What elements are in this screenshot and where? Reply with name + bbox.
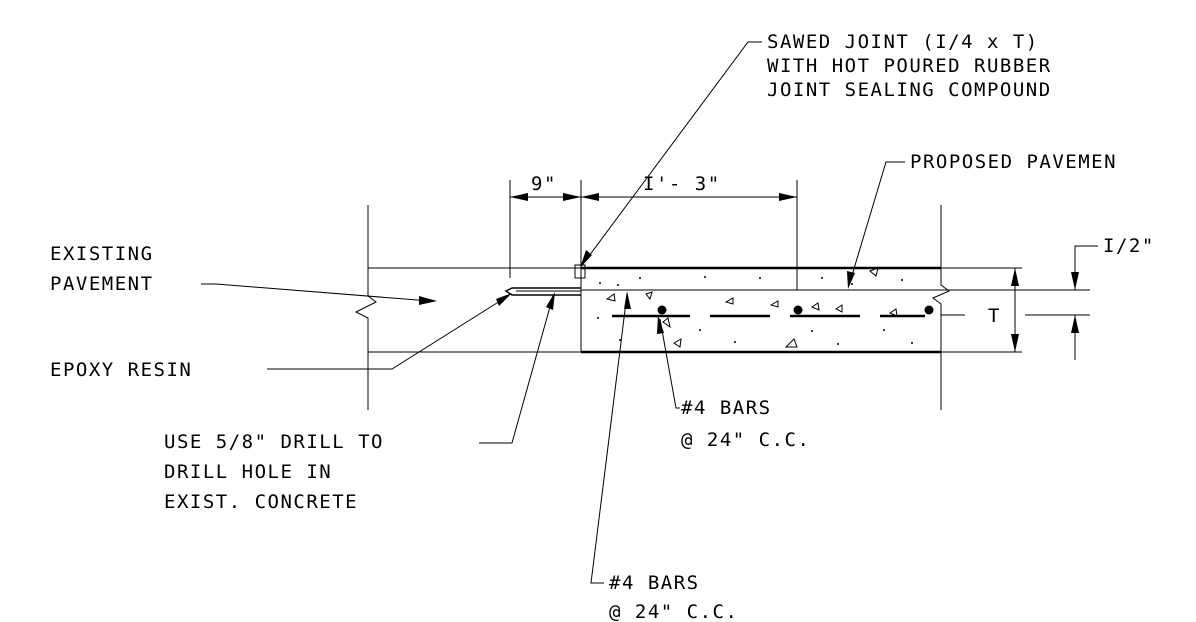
dimension-half-inch-label: I/2" xyxy=(1103,235,1155,257)
sawed-joint-label-line1: SAWED JOINT (I/4 x T) xyxy=(767,31,1039,53)
dowel-bar xyxy=(504,287,581,296)
bar-section-dot xyxy=(924,305,934,315)
sawed-joint-label-line3: JOINT SEALING COMPOUND xyxy=(767,79,1052,101)
bar-section-dot xyxy=(657,305,667,315)
bar-section-dot xyxy=(793,305,803,315)
proposed-pavement-slab xyxy=(581,205,1090,410)
existing-pavement-slab xyxy=(354,205,582,410)
sawed-joint-callout: SAWED JOINT (I/4 x T) WITH HOT POURED RU… xyxy=(580,31,1052,268)
dimension-dowel-length: I'- 3" xyxy=(581,173,798,290)
epoxy-resin-callout: EPOXY RESIN xyxy=(50,293,512,381)
bars-right-callout: #4 BARS @ 24" C.C. xyxy=(657,315,810,451)
proposed-pavement-callout: PROPOSED PAVEMEN xyxy=(847,151,1117,289)
bars-bottom-label-line2: @ 24" C.C. xyxy=(609,601,738,622)
existing-pavement-callout: EXISTING PAVEMENT xyxy=(50,243,437,305)
existing-pavement-label-line2: PAVEMENT xyxy=(50,273,154,295)
dimension-dowel-embed: 9" xyxy=(509,173,582,278)
sawed-joint-label-line2: WITH HOT POURED RUBBER xyxy=(767,55,1052,77)
drill-hole-callout: USE 5/8" DRILL TO DRILL HOLE IN EXIST. C… xyxy=(164,292,555,513)
bars-right-label-line1: #4 BARS xyxy=(681,397,772,419)
drill-label-line2: DRILL HOLE IN xyxy=(164,461,332,483)
epoxy-resin-label: EPOXY RESIN xyxy=(50,359,192,381)
concrete-aggregate-hatch xyxy=(597,267,913,348)
dimension-thickness: T xyxy=(941,268,1019,352)
drill-label-line3: EXIST. CONCRETE xyxy=(164,491,358,513)
sawed-joint-notch xyxy=(574,264,586,279)
existing-pavement-label-line1: EXISTING xyxy=(50,243,154,265)
drill-label-line1: USE 5/8" DRILL TO xyxy=(164,431,384,453)
bars-bottom-label-line1: #4 BARS xyxy=(609,572,700,594)
dimension-t-label: T xyxy=(988,305,1001,327)
dimension-9-inch-label: 9" xyxy=(531,173,557,195)
bars-bottom-callout: #4 BARS @ 24" C.C. xyxy=(590,291,738,622)
dimension-cover: I/2" xyxy=(1071,235,1155,360)
proposed-pavement-label: PROPOSED PAVEMEN xyxy=(910,151,1117,173)
dimension-1ft-3in-label: I'- 3" xyxy=(643,173,721,195)
bars-right-label-line2: @ 24" C.C. xyxy=(681,429,810,451)
